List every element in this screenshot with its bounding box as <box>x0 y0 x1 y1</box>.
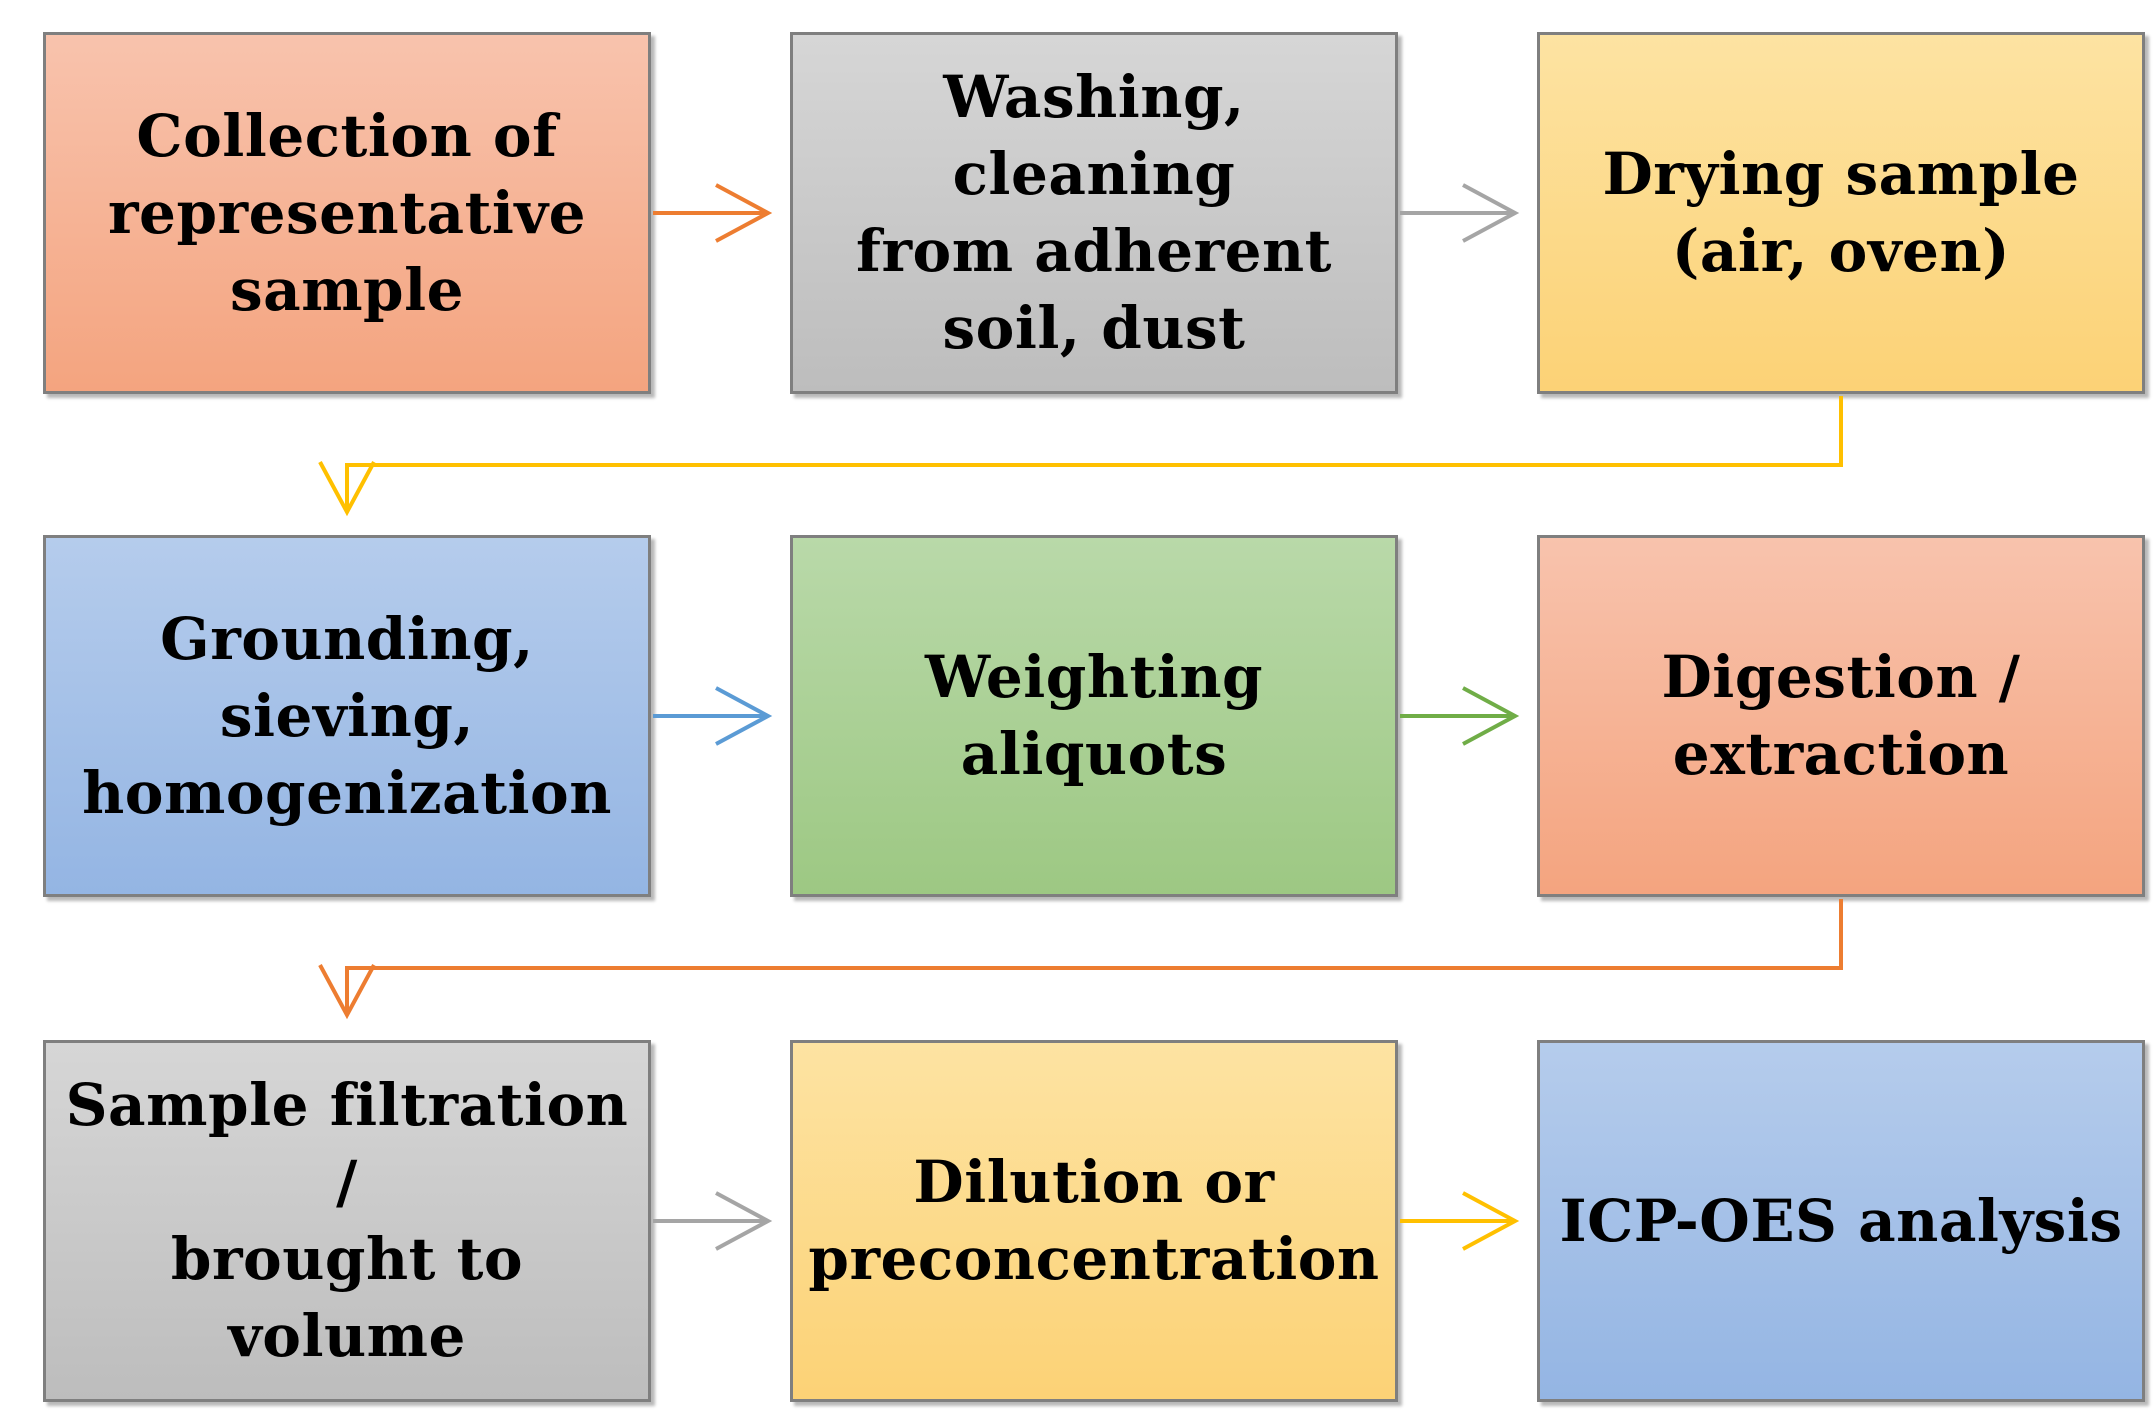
step-filtration-box: Sample filtration / brought to volume <box>43 1040 651 1402</box>
arrow-dilution-to-icp-oes <box>1400 1191 1520 1251</box>
arrow-digestion-to-filtration <box>318 899 1843 1020</box>
step-dilution-label: Dilution or preconcentration <box>808 1148 1380 1293</box>
step-filtration-label: Sample filtration / brought to volume <box>65 1071 629 1370</box>
step-digestion-box: Digestion / extraction <box>1537 535 2145 897</box>
step-dilution-box: Dilution or preconcentration <box>790 1040 1398 1402</box>
step-weighting-box: Weighting aliquots <box>790 535 1398 897</box>
step-grounding-box: Grounding, sieving, homogenization <box>43 535 651 897</box>
arrow-collection-to-washing <box>653 183 773 243</box>
step-icp-oes-box: ICP-OES analysis <box>1537 1040 2145 1402</box>
step-drying-label: Drying sample (air, oven) <box>1602 140 2080 285</box>
step-washing-box: Washing, cleaning from adherent soil, du… <box>790 32 1398 394</box>
step-collection-box: Collection of representative sample <box>43 32 651 394</box>
step-washing-label: Washing, cleaning from adherent soil, du… <box>856 63 1332 362</box>
step-icp-oes-label: ICP-OES analysis <box>1559 1186 2123 1255</box>
arrow-grounding-to-weighting <box>653 686 773 746</box>
step-collection-label: Collection of representative sample <box>108 101 586 324</box>
step-weighting-label: Weighting aliquots <box>924 643 1264 788</box>
arrow-filtration-to-dilution <box>653 1191 773 1251</box>
step-drying-box: Drying sample (air, oven) <box>1537 32 2145 394</box>
step-digestion-label: Digestion / extraction <box>1661 643 2021 788</box>
arrow-washing-to-drying <box>1400 183 1520 243</box>
arrow-drying-to-grounding <box>318 396 1843 517</box>
step-grounding-label: Grounding, sieving, homogenization <box>82 604 612 827</box>
arrow-weighting-to-digestion <box>1400 686 1520 746</box>
